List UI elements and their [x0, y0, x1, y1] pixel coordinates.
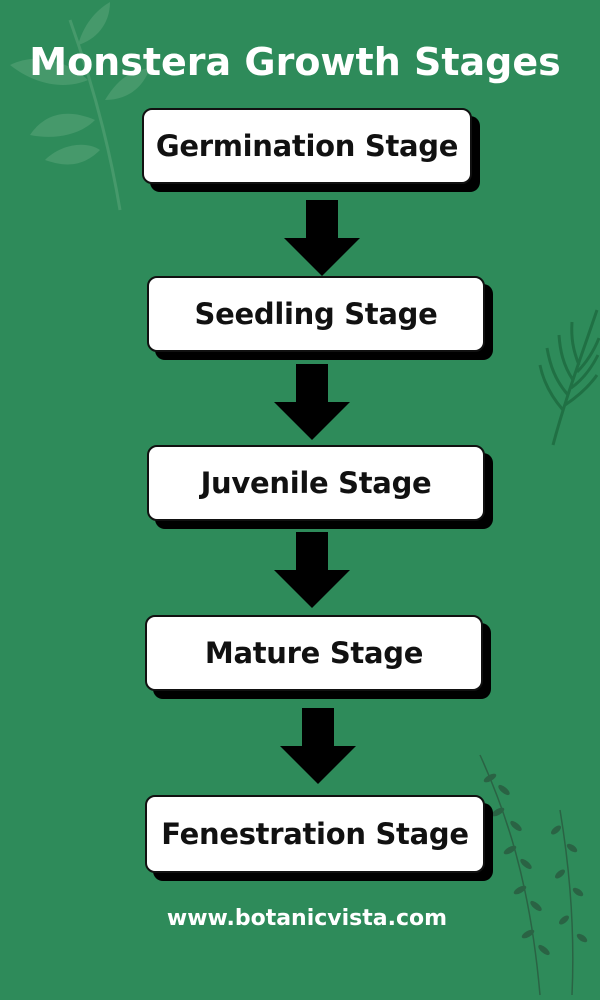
page-title: Monstera Growth Stages — [29, 40, 561, 84]
stage-label: Seedling Stage — [194, 297, 438, 331]
website-url: www.botanicvista.com — [166, 906, 448, 931]
stage-box-seedling: Seedling Stage — [147, 276, 485, 352]
palm-frond-icon — [538, 309, 600, 446]
stage-label: Fenestration Stage — [161, 817, 469, 851]
down-arrow-icon — [284, 200, 360, 276]
down-arrow-icon — [274, 532, 350, 608]
stage-label: Mature Stage — [204, 636, 424, 670]
down-arrow-icon — [280, 708, 356, 784]
stage-box-fenestration: Fenestration Stage — [145, 795, 485, 873]
stage-box-juvenile: Juvenile Stage — [147, 445, 485, 521]
stage-label: Juvenile Stage — [200, 466, 432, 500]
stage-label: Germination Stage — [155, 129, 459, 163]
down-arrow-icon — [274, 364, 350, 440]
leaf-branch-icon — [10, 2, 150, 211]
stage-box-mature: Mature Stage — [145, 615, 483, 691]
fern-branch-icon — [479, 754, 588, 996]
stage-box-germination: Germination Stage — [142, 108, 472, 184]
